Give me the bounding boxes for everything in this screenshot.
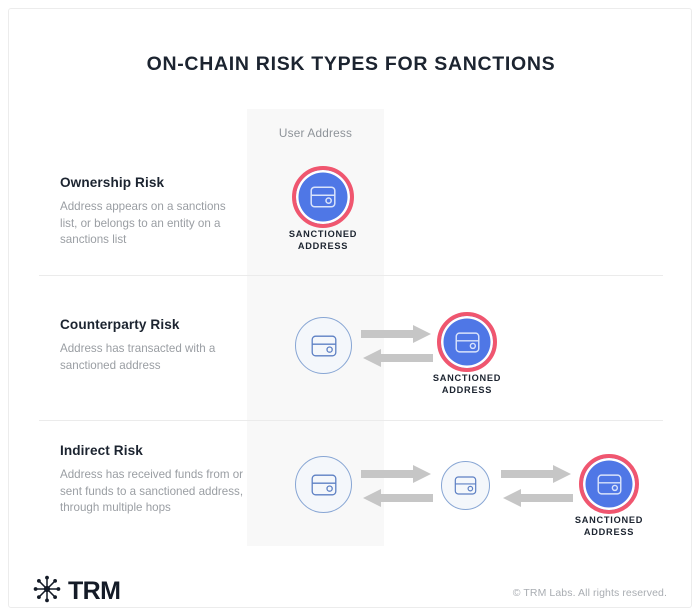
sanctioned-address-node-row2[interactable] xyxy=(437,312,497,372)
infographic-card: ON-CHAIN RISK TYPES FOR SANCTIONS User A… xyxy=(8,8,692,608)
trm-wordmark: TRM xyxy=(68,577,121,605)
sanctioned-label-line2: ADDRESS xyxy=(583,526,635,537)
intermediary-address-node-row3[interactable] xyxy=(441,461,490,510)
counterparty-risk-text-block: Counterparty Risk Address has transacted… xyxy=(60,317,245,374)
row-divider-2 xyxy=(39,420,663,421)
sanctioned-address-node-row3[interactable] xyxy=(579,454,639,514)
ownership-risk-text-block: Ownership Risk Address appears on a sanc… xyxy=(60,175,245,249)
indirect-risk-heading: Indirect Risk xyxy=(60,443,143,458)
wallet-icon xyxy=(311,335,337,357)
sanctioned-label-line1: SANCTIONED xyxy=(288,229,358,239)
user-address-column-label: User Address xyxy=(278,126,353,140)
bidirectional-arrows-row3-left xyxy=(361,465,433,512)
wallet-icon xyxy=(597,473,622,495)
counterparty-risk-heading: Counterparty Risk xyxy=(60,317,180,332)
sanctioned-address-label-row1: SANCTIONED ADDRESS xyxy=(263,229,383,252)
wallet-icon xyxy=(311,474,337,496)
sanctioned-label-line2: ADDRESS xyxy=(297,240,349,251)
trm-burst-icon xyxy=(33,575,61,607)
counterparty-risk-description: Address has transacted with a sanctioned… xyxy=(60,342,216,372)
bidirectional-arrows-row2 xyxy=(361,325,433,372)
sanctioned-address-node-row1[interactable] xyxy=(292,166,354,228)
bidirectional-arrows-row3-right xyxy=(501,465,573,512)
ownership-risk-heading: Ownership Risk xyxy=(60,175,165,190)
user-address-node-row3[interactable] xyxy=(295,456,352,513)
page-title: ON-CHAIN RISK TYPES FOR SANCTIONS xyxy=(146,53,556,75)
sanctioned-address-label-row2: SANCTIONED ADDRESS xyxy=(407,373,527,396)
copyright-text: © TRM Labs. All rights reserved. xyxy=(512,587,667,599)
user-address-node-row2[interactable] xyxy=(295,317,352,374)
ownership-risk-description: Address appears on a sanctions list, or … xyxy=(60,200,226,246)
trm-logo: TRM xyxy=(33,575,121,607)
sanctioned-address-label-row3: SANCTIONED ADDRESS xyxy=(549,515,669,538)
indirect-risk-text-block: Indirect Risk Address has received funds… xyxy=(60,443,245,517)
wallet-icon xyxy=(454,476,477,495)
row-divider-1 xyxy=(39,275,663,276)
indirect-risk-description: Address has received funds from or sent … xyxy=(60,468,244,514)
sanctioned-label-line1: SANCTIONED xyxy=(432,373,502,383)
wallet-icon xyxy=(310,186,336,208)
wallet-icon xyxy=(455,331,480,353)
sanctioned-label-line1: SANCTIONED xyxy=(574,515,644,525)
sanctioned-label-line2: ADDRESS xyxy=(441,384,493,395)
